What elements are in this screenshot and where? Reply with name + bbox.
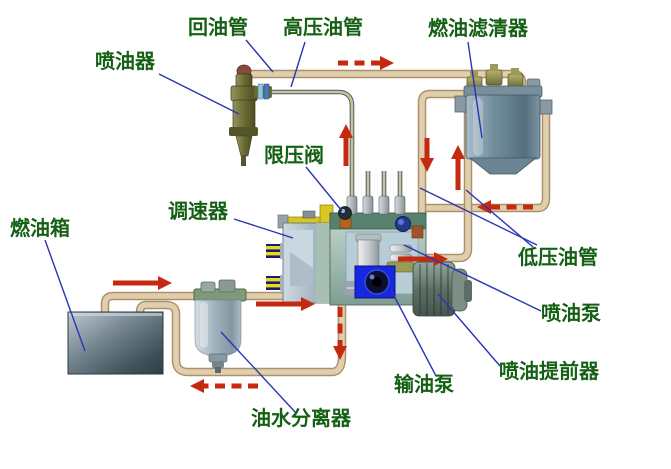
governor-connectors bbox=[266, 243, 284, 291]
flow-arrow bbox=[451, 145, 465, 190]
leader-line bbox=[419, 187, 538, 246]
leader-lines bbox=[44, 39, 542, 414]
tank-to-separator-pipe bbox=[100, 291, 209, 319]
injection-advancer-graphic bbox=[412, 261, 472, 317]
leader-line bbox=[290, 41, 306, 88]
pump-to-filter-pipe bbox=[413, 98, 473, 263]
flow-arrow bbox=[256, 297, 315, 311]
flow-arrow bbox=[339, 124, 353, 166]
transfer-pump-graphic bbox=[344, 265, 396, 299]
flow-arrow bbox=[398, 252, 448, 266]
leader-line bbox=[220, 331, 297, 414]
leader-line bbox=[437, 293, 501, 367]
fuel-injector-graphic bbox=[229, 64, 272, 166]
delivery-valve-fittings bbox=[346, 195, 406, 215]
flow-arrow bbox=[190, 379, 258, 393]
flow-arrows bbox=[113, 56, 533, 393]
flow-arrow bbox=[338, 56, 394, 70]
flow-arrow bbox=[420, 138, 434, 172]
governor-graphic bbox=[266, 204, 334, 304]
water-separator-graphic bbox=[193, 279, 247, 373]
leader-line bbox=[403, 244, 542, 312]
flow-arrow bbox=[113, 276, 172, 290]
leader-line bbox=[305, 166, 343, 212]
leader-line bbox=[245, 39, 274, 73]
pump-gallery-inlet-fitting bbox=[411, 225, 424, 239]
high-pressure-pipe-line bbox=[267, 89, 403, 198]
leader-line bbox=[465, 189, 534, 248]
filter-outlet-pipe bbox=[417, 89, 467, 221]
leader-line bbox=[158, 73, 240, 115]
fuel-filter-graphic bbox=[454, 64, 553, 175]
leader-line bbox=[390, 289, 437, 377]
flow-arrow bbox=[333, 307, 347, 360]
leader-line bbox=[233, 218, 294, 239]
flow-arrow bbox=[477, 200, 533, 214]
leader-line bbox=[44, 239, 86, 352]
leader-line bbox=[467, 41, 483, 139]
fuel-tank-graphic bbox=[67, 311, 164, 375]
